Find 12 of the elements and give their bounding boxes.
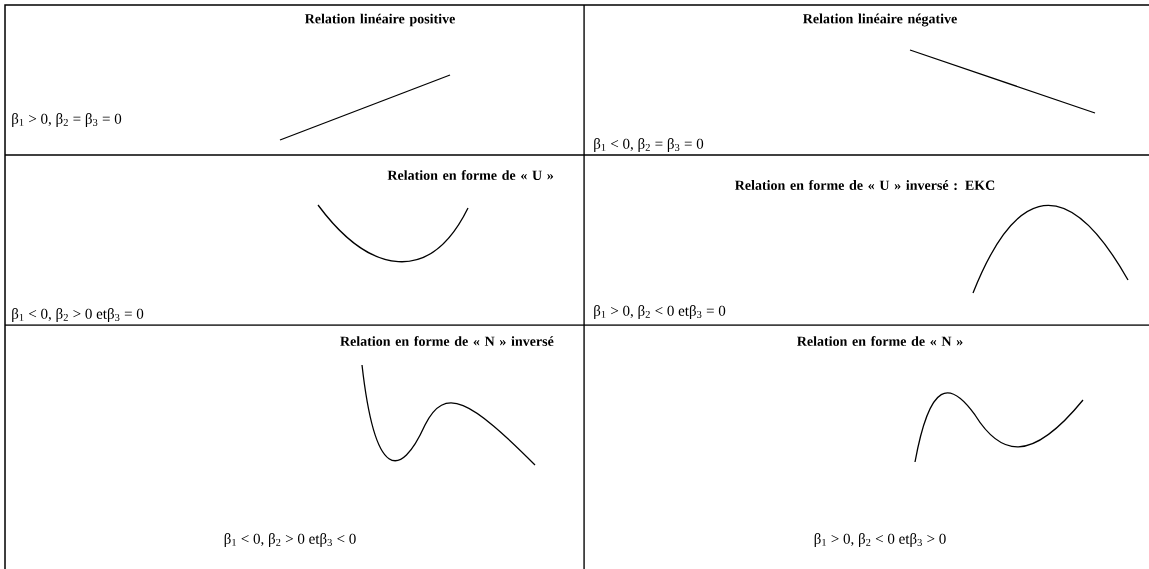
cell-heading: Relation en forme de « N » inversé [340, 336, 554, 346]
cell-formula: β$_{1}$ < 0, β$_{2}$ > 0 etβ$_{3}$ < 0 [224, 533, 356, 547]
cell-formula: β$_{1}$ > 0, β$_{2}$ = β$_{3}$ = 0 [12, 113, 122, 127]
cell-heading: Relation linéaire positive [304, 13, 455, 27]
cell-heading: Relation en forme de « N » [797, 336, 963, 346]
cell-formula: β$_{1}$ > 0, β$_{2}$ < 0 etβ$_{3}$ > 0 [814, 533, 946, 547]
cell-formula: β$_{1}$ > 0, β$_{2}$ < 0 etβ$_{3}$ = 0 [594, 305, 726, 319]
cell-heading: Relation en forme de « U » [387, 170, 554, 180]
cell-heading: Relation linéaire négative [803, 13, 957, 27]
cell-formula: β$_{1}$ < 0, β$_{2}$ = β$_{3}$ = 0 [594, 138, 704, 152]
cell-heading: Relation en forme de « U » inversé : EKC [735, 179, 995, 191]
cell-formula: β$_{1}$ < 0, β$_{2}$ > 0 etβ$_{3}$ = 0 [12, 308, 144, 322]
